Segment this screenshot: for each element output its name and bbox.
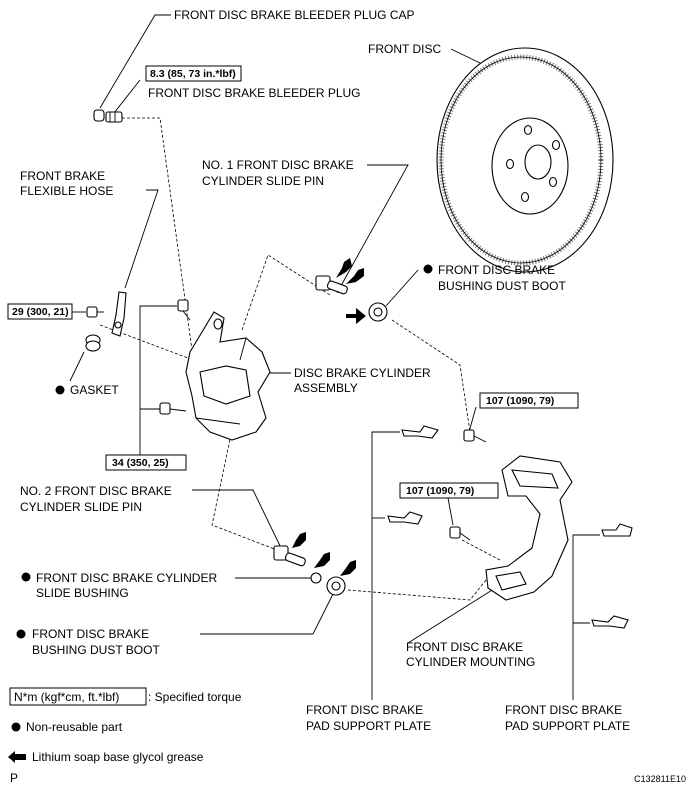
pad-support-plates-drawing	[387, 425, 633, 629]
label-flexible-hose-1: FRONT BRAKE	[20, 169, 105, 183]
label-dust-boot-bottom-1: FRONT DISC BRAKE	[32, 627, 149, 641]
leader-lines	[69, 14, 600, 700]
label-slide-pin-1-b: CYLINDER SLIDE PIN	[202, 174, 324, 188]
label-flexible-hose-2: FLEXIBLE HOSE	[20, 184, 113, 198]
legend-torque-text: : Specified torque	[148, 690, 242, 704]
label-front-disc: FRONT DISC	[368, 42, 441, 56]
label-slide-pin-2-b: CYLINDER SLIDE PIN	[20, 500, 142, 514]
grease-arrows	[292, 258, 366, 576]
cylinder-mounting-drawing	[485, 455, 573, 601]
label-mounting-2: CYLINDER MOUNTING	[406, 655, 535, 669]
legend-non-reusable-dot	[11, 722, 21, 732]
legend-torque-box	[9, 687, 147, 706]
label-slide-bushing-2: SLIDE BUSHING	[36, 586, 129, 600]
label-slide-bushing-1: FRONT DISC BRAKE CYLINDER	[36, 571, 217, 585]
label-slide-pin-2-a: NO. 2 FRONT DISC BRAKE	[20, 484, 172, 498]
label-mounting-1: FRONT DISC BRAKE	[406, 640, 523, 654]
legend-grease-arrow	[8, 751, 26, 763]
label-pad-plate-left-1: FRONT DISC BRAKE	[306, 703, 423, 717]
label-pad-plate-left-2: PAD SUPPORT PLATE	[306, 719, 431, 733]
gasket-drawing	[85, 334, 101, 352]
label-dust-boot-top-1: FRONT DISC BRAKE	[438, 263, 555, 277]
assembly-dashed-lines	[99, 117, 501, 601]
torque-cylinder: 34 (350, 25)	[112, 457, 169, 469]
legend-torque-unit: N*m (kgf*cm, ft.*lbf)	[14, 690, 119, 704]
footer-page-letter: P	[10, 771, 18, 785]
labels: FRONT DISC BRAKE BLEEDER PLUG CAP 8.3 (8…	[12, 8, 630, 733]
dust-boot-bottom-drawing	[326, 576, 346, 596]
mounting-bolts-drawing	[449, 429, 487, 541]
torque-mounting-mid: 107 (1090, 79)	[406, 485, 474, 497]
label-pad-plate-right-1: FRONT DISC BRAKE	[505, 703, 622, 717]
bleeder-plug-drawing	[105, 111, 123, 123]
slide-pin-1-drawing	[315, 275, 348, 295]
label-dust-boot-bottom-2: BUSHING DUST BOOT	[32, 643, 160, 657]
torque-bleeder-plug: 8.3 (85, 73 in.*lbf)	[150, 68, 236, 80]
dust-boot-top-drawing	[368, 302, 388, 322]
label-bleeder-plug: FRONT DISC BRAKE BLEEDER PLUG	[148, 86, 361, 100]
label-dust-boot-top-2: BUSHING DUST BOOT	[438, 279, 566, 293]
legend-non-reusable: Non-reusable part	[26, 720, 123, 734]
cylinder-bolts-drawing	[159, 299, 191, 415]
footer: P C132811E10	[10, 771, 686, 785]
label-pad-plate-right-2: PAD SUPPORT PLATE	[505, 719, 630, 733]
label-cylinder-assembly-1: DISC BRAKE CYLINDER	[294, 366, 431, 380]
flexible-hose-drawing	[111, 291, 127, 337]
slide-bushing-drawing	[310, 572, 322, 584]
legend: N*m (kgf*cm, ft.*lbf) : Specified torque…	[8, 687, 242, 764]
bleeder-plug-cap-drawing	[93, 109, 105, 122]
footer-figure-code: C132811E10	[634, 774, 686, 784]
torque-hose: 29 (300, 21)	[12, 306, 69, 318]
legend-grease: Lithium soap base glycol grease	[32, 750, 204, 764]
non-reusable-dots	[16, 264, 433, 639]
torque-mounting-top: 107 (1090, 79)	[486, 395, 554, 407]
union-bolt-drawing	[86, 306, 104, 318]
label-slide-pin-1-a: NO. 1 FRONT DISC BRAKE	[202, 158, 354, 172]
front-disc-drawing	[436, 47, 614, 273]
label-gasket: GASKET	[70, 383, 119, 397]
label-cylinder-assembly-2: ASSEMBLY	[294, 381, 358, 395]
label-bleeder-cap: FRONT DISC BRAKE BLEEDER PLUG CAP	[174, 8, 415, 22]
slide-pin-2-drawing	[273, 545, 306, 567]
torque-boxes	[7, 65, 579, 499]
disc-brake-cylinder-drawing	[185, 311, 271, 441]
